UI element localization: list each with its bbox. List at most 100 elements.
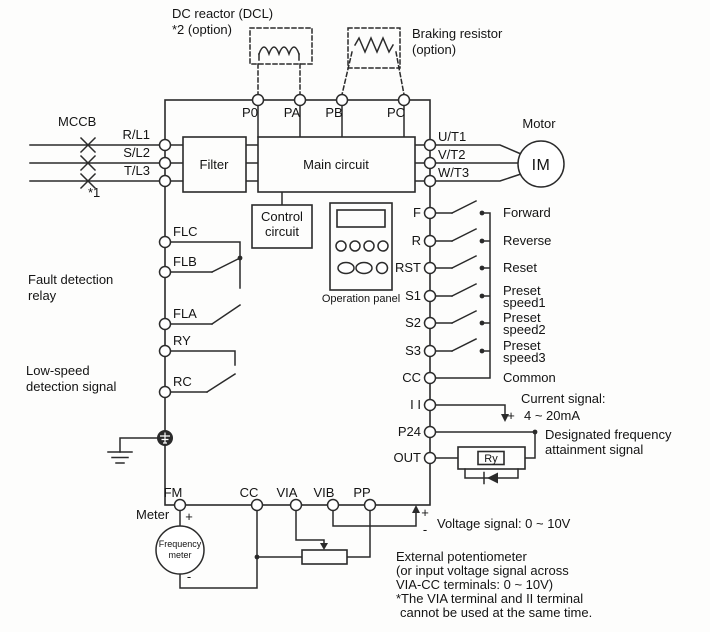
earth-icon: [160, 432, 170, 444]
terminal-t-l3: [158, 174, 172, 188]
input-label-reset: Reset: [503, 260, 537, 275]
inductor-leads: [258, 53, 300, 61]
terminal-label-p24: P24: [398, 424, 421, 439]
current-signal-label-2: 4 ~ 20mA: [524, 408, 580, 423]
braking-resistor-label: Braking resistor: [412, 26, 503, 41]
low-speed-label-1: Low-speed: [26, 363, 90, 378]
terminal-label-pc: PC: [387, 105, 405, 120]
terminal-label-flc: FLC: [173, 224, 198, 239]
attainment-label-1: Designated frequency: [545, 427, 672, 442]
fault-relay-wires: [169, 241, 241, 325]
voltage-minus-sign: -: [423, 522, 427, 537]
terminal-label-pp: PP: [353, 485, 370, 500]
input-label-preset1a: Preset: [503, 283, 541, 298]
phase-label-r: R/L1: [123, 127, 150, 142]
low-speed-blade: [205, 372, 237, 394]
terminal-label-r2: R: [412, 233, 421, 248]
main-circuit-block: [257, 136, 416, 193]
panel-button-icon: [337, 261, 355, 275]
motor-label: Motor: [522, 116, 556, 131]
potentiometer-note-3: VIA-CC terminals: 0 ~ 10V): [396, 577, 553, 592]
terminal-label-p0: P0: [242, 105, 258, 120]
terminal-flb: [158, 265, 172, 279]
input-label-preset3a: Preset: [503, 338, 541, 353]
output-label-w: W/T3: [438, 165, 469, 180]
motor-circle: [517, 140, 565, 188]
control-circuit-label-1: Control: [261, 209, 303, 224]
panel-led-icon: [349, 240, 361, 252]
terminal-via: [289, 498, 303, 512]
meter-wires: [179, 509, 258, 589]
ry-coil-box: [477, 450, 505, 466]
terminal-label-ii: I I: [410, 397, 421, 412]
input-label-preset2b: speed2: [503, 322, 546, 337]
low-speed-label-2: detection signal: [26, 379, 116, 394]
terminal-label-s1: S1: [405, 288, 421, 303]
junction-dot: [479, 210, 485, 216]
junction-dot: [479, 265, 485, 271]
terminal-s2: [423, 316, 437, 330]
terminal-cc-right: [423, 371, 437, 385]
voltage-plus-sign: +: [421, 505, 429, 520]
input-label-preset2a: Preset: [503, 310, 541, 325]
voltage-signal-label: Voltage signal: 0 ~ 10V: [437, 516, 571, 531]
terminal-ii: [423, 398, 437, 412]
terminal-pp: [363, 498, 377, 512]
mccb-breaker-symbols: [79, 136, 97, 190]
control-input-blades: [450, 199, 478, 353]
terminal-s3: [423, 344, 437, 358]
terminal-label-out: OUT: [394, 450, 422, 465]
ground-symbol: [107, 451, 133, 464]
note-1: *1: [88, 185, 100, 200]
motor-symbol-label: IM: [532, 157, 551, 174]
junction-dot: [237, 255, 243, 261]
dc-bus-wires: [257, 104, 405, 138]
terminal-flc: [158, 235, 172, 249]
terminal-label-fla: FLA: [173, 306, 197, 321]
terminal-label-fm: FM: [164, 485, 183, 500]
current-arrow-icon: [501, 414, 509, 422]
wiper-arrow-icon: [320, 543, 328, 550]
operation-panel-label: Operation panel: [322, 293, 400, 305]
panel-display: [336, 209, 386, 228]
terminal-r: [423, 234, 437, 248]
mccb-label: MCCB: [58, 114, 96, 129]
terminal-p0: [251, 93, 265, 107]
attainment-label-2: attainment signal: [545, 442, 643, 457]
junction-dot: [532, 429, 538, 435]
potentiometer-note-4: *The VIA terminal and II terminal: [396, 591, 583, 606]
attainment-wires: [434, 431, 536, 459]
power-wires: [29, 144, 426, 182]
diode-icon: [487, 472, 498, 484]
dc-reactor-note: *2 (option): [172, 22, 232, 37]
current-plus-sign: +: [507, 408, 515, 423]
terminal-ry: [158, 344, 172, 358]
meter-label: Meter: [136, 507, 170, 522]
terminal-label-rst: RST: [395, 260, 421, 275]
voltage-arrow-icon: [412, 505, 420, 513]
terminal-s1: [423, 289, 437, 303]
terminal-label-via: VIA: [277, 485, 298, 500]
input-label-preset1b: speed1: [503, 295, 546, 310]
control-input-wires: [434, 212, 491, 379]
terminal-pc: [397, 93, 411, 107]
potentiometer-body: [301, 549, 348, 565]
braking-resistor-note: (option): [412, 42, 456, 57]
terminal-v-t2: [423, 156, 437, 170]
panel-led-icon: [363, 240, 375, 252]
terminal-pb: [335, 93, 349, 107]
potentiometer-note-2: (or input voltage signal across: [396, 563, 569, 578]
terminal-u-t1: [423, 138, 437, 152]
filter-label: Filter: [200, 157, 230, 172]
terminal-cc-bottom: [250, 498, 264, 512]
low-speed-wires: [169, 350, 236, 393]
potentiometer-note-1: External potentiometer: [396, 549, 527, 564]
current-input-wire: [434, 404, 506, 416]
input-label-reverse: Reverse: [503, 233, 551, 248]
voltage-signal-wire: [332, 509, 417, 527]
control-circuit-block: [251, 204, 313, 249]
terminal-label-ry: RY: [173, 333, 191, 348]
fault-relay-label-2: relay: [28, 288, 57, 303]
